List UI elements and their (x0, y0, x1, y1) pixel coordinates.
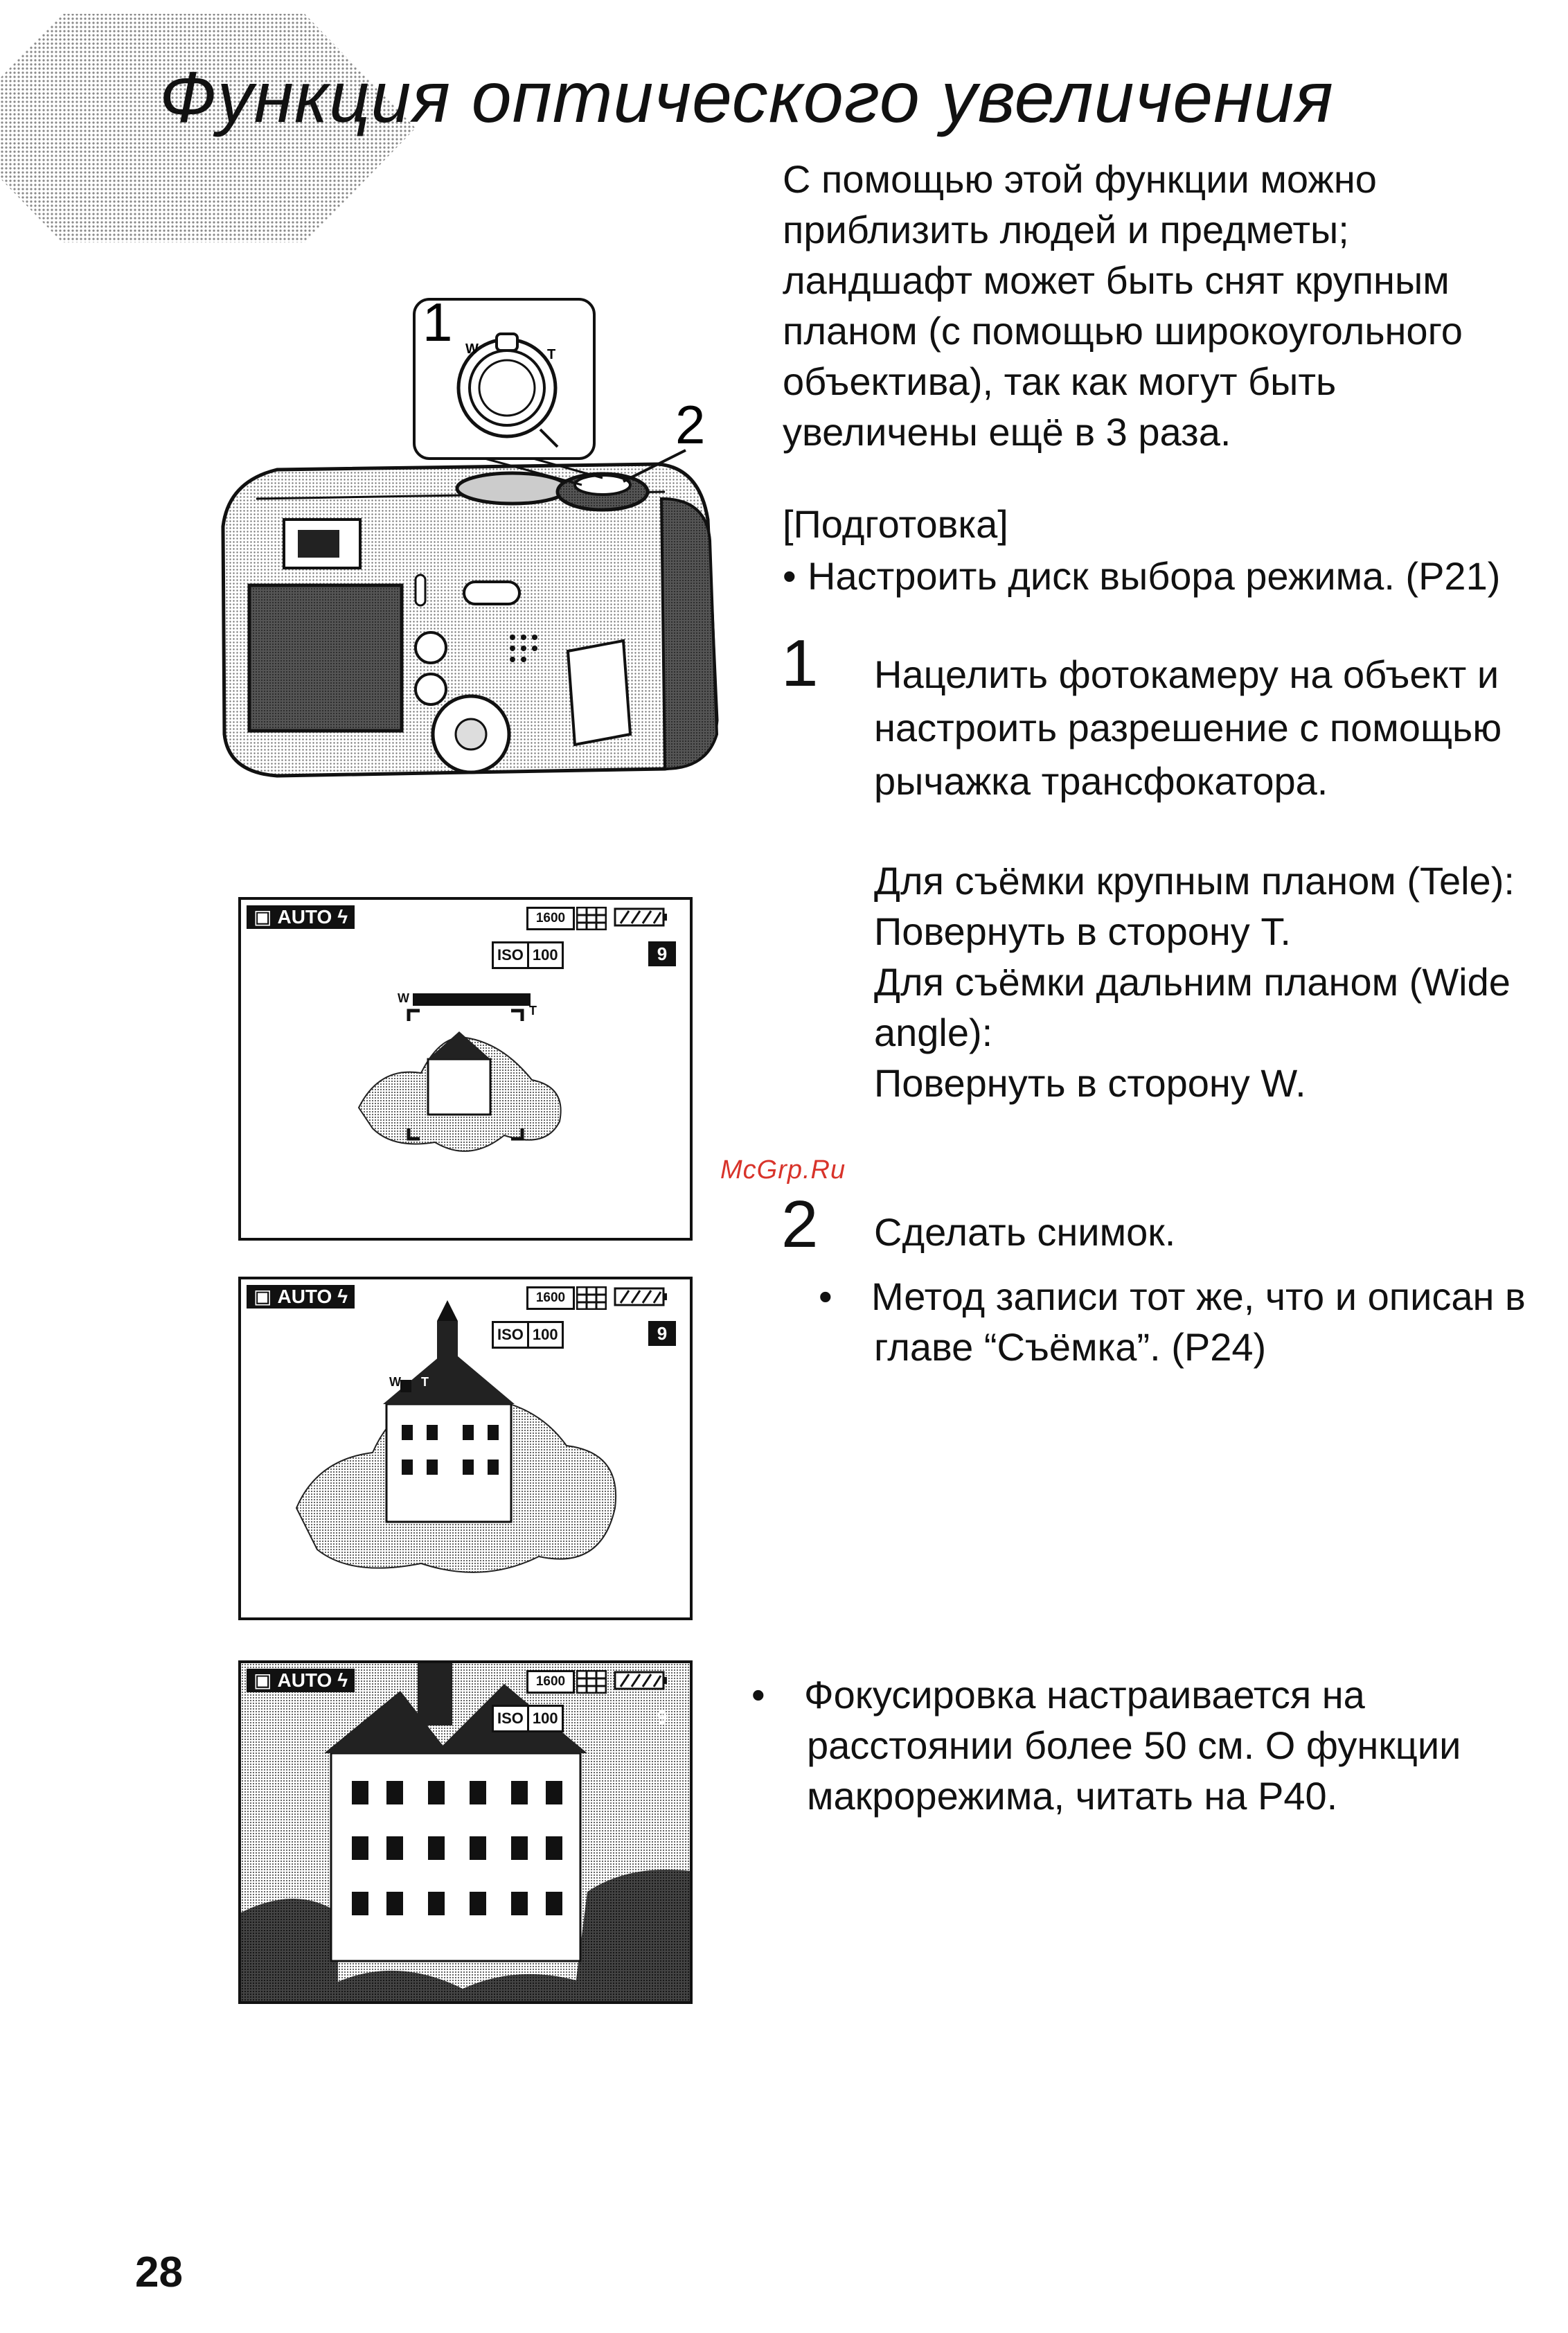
iso-value: 100 (526, 943, 562, 967)
camera-icon: ▣ (253, 906, 272, 928)
tele-direction: Повернуть в сторону T. (874, 910, 1291, 953)
step-1-text: Нацелить фотокамеру на объект и настроит… (874, 653, 1502, 803)
camera-icon: ▣ (253, 1669, 272, 1691)
intro-text: С помощью этой функции можно приблизить … (783, 157, 1463, 454)
quality-grid-icon (576, 907, 607, 930)
resolution-indicator: 1600 (526, 907, 575, 930)
step-2-bullet: • Метод записи тот же, что и описан в гла… (819, 1271, 1567, 1372)
bullet-glyph: • (819, 1275, 832, 1318)
iso-value: 100 (526, 1707, 562, 1730)
step-2-text: Сделать снимок. (874, 1210, 1176, 1254)
iso-label: ISO (497, 1710, 524, 1727)
title-hexagon-background (0, 14, 416, 242)
camera-icon: ▣ (253, 1286, 272, 1307)
lever-t-label: T (547, 347, 555, 362)
flash-icon: ϟ (337, 1286, 348, 1307)
focus-note-text: Фокусировка настраивается на расстоянии … (804, 1673, 1461, 1818)
shots-remaining: 9 (648, 941, 676, 966)
resolution-indicator: 1600 (526, 1286, 575, 1310)
bullet-glyph: • (751, 1673, 765, 1717)
wide-direction: Повернуть в сторону W. (874, 1061, 1306, 1105)
step-2-bullet-text: Метод записи тот же, что и описан в глав… (871, 1275, 1526, 1369)
zoom-bar-w-label: W (398, 991, 409, 1005)
callout-2: 2 (675, 394, 705, 455)
shots-remaining: 9 (657, 1707, 668, 1728)
step-1-sub-instructions: Для съёмки крупным планом (Tele): Поверн… (874, 855, 1539, 1108)
flash-icon: ϟ (337, 1669, 348, 1691)
mode-label: AUTO (277, 906, 332, 928)
camera-illustration: 1 2 W T (221, 292, 719, 778)
resolution-indicator: 1600 (526, 1670, 575, 1694)
zoom-bar-t-label: T (529, 1004, 537, 1018)
page-number: 28 (135, 2248, 183, 2296)
mode-label: AUTO (277, 1669, 332, 1691)
battery-icon (614, 907, 667, 927)
zoom-bar-t-label: T (421, 1375, 429, 1389)
preparation-heading: [Подготовка] (783, 502, 1008, 546)
quality-grid-icon (576, 1286, 607, 1310)
mode-label: AUTO (277, 1286, 332, 1307)
castle-scene-large (241, 1663, 690, 2001)
step-1-number: 1 (781, 626, 819, 700)
iso-value: 100 (526, 1323, 562, 1347)
battery-icon (614, 1671, 667, 1690)
castle-scene-medium (295, 1300, 617, 1573)
shots-remaining: 9 (648, 1321, 676, 1346)
iso-label: ISO (497, 946, 524, 964)
callout-1: 1 (422, 292, 452, 353)
tele-instruction: Для съёмки крупным планом (Tele): (874, 859, 1515, 903)
page-title: Функция оптического увеличения (159, 57, 1334, 138)
lever-w-label: W (465, 341, 479, 357)
zoom-bar-w-label: W (389, 1375, 401, 1389)
wide-instruction: Для съёмки дальним планом (Wide angle): (874, 960, 1511, 1054)
preparation-item-text: Настроить диск выбора режима. (P21) (808, 554, 1501, 598)
bullet-glyph: • (783, 554, 796, 598)
castle-scene-small (357, 993, 562, 1152)
preparation-item: • Настроить диск выбора режима. (P21) (783, 551, 1500, 601)
flash-icon: ϟ (337, 906, 348, 928)
intro-paragraph: С помощью этой функции можно приблизить … (783, 154, 1538, 457)
step-2-number: 2 (781, 1187, 819, 1261)
watermark: McGrp.Ru (720, 1155, 846, 1185)
quality-grid-icon (576, 1670, 607, 1694)
battery-icon (614, 1287, 667, 1306)
focus-note: • Фокусировка настраивается на расстоянии… (751, 1669, 1555, 1821)
iso-label: ISO (497, 1326, 524, 1343)
